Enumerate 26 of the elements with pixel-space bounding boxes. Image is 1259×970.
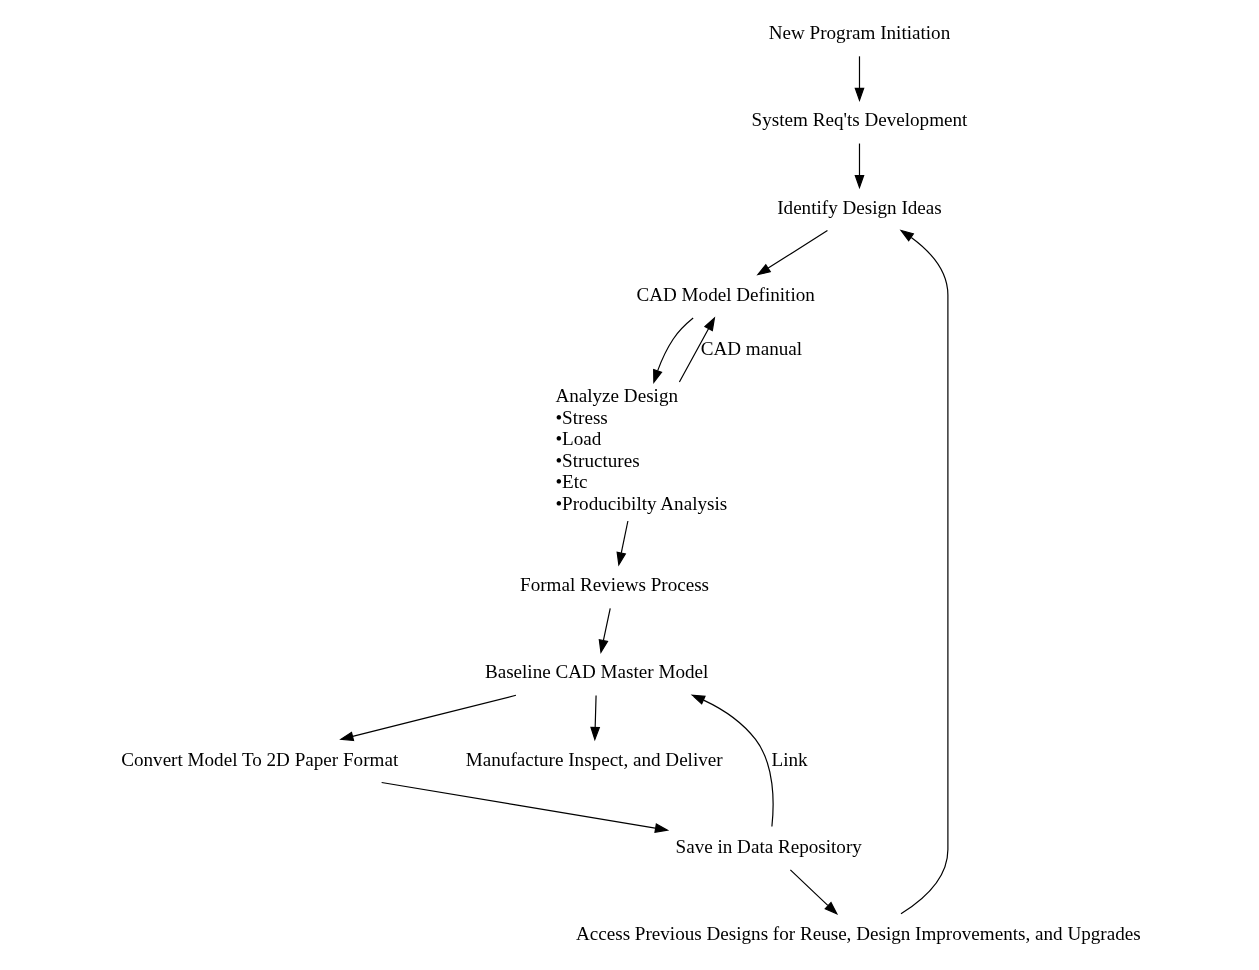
node-text: Identify Design Ideas bbox=[777, 196, 942, 218]
node-text: Convert Model To 2D Paper Format bbox=[121, 748, 399, 770]
arrow bbox=[598, 607, 611, 654]
node-text: System Req'ts Development bbox=[751, 109, 968, 131]
arrow bbox=[381, 781, 670, 834]
arrow bbox=[690, 694, 774, 828]
arrow bbox=[678, 316, 716, 383]
edge-label: CAD manual bbox=[700, 337, 803, 359]
edge-label: Link bbox=[771, 748, 808, 770]
node-text: New Program Initiation bbox=[768, 22, 951, 44]
node-text: CAD Model Definition bbox=[636, 283, 815, 305]
node-text: Access Previous Designs for Reuse, Design Improvements, and Upgrades bbox=[575, 922, 1141, 944]
arrow bbox=[899, 229, 949, 915]
arrow bbox=[854, 142, 865, 190]
arrow bbox=[616, 520, 629, 567]
arrow bbox=[653, 317, 694, 384]
arrow bbox=[756, 229, 829, 276]
arrow bbox=[339, 694, 517, 742]
node-text: Manufacture Inspect, and Deliver bbox=[465, 748, 723, 770]
node-text: Save in Data Repository bbox=[675, 835, 862, 857]
node-text: Baseline CAD Master Model bbox=[484, 661, 709, 683]
node-text: Analyze Design •Stress •Load •Structures •Etc •Producibilty Analysis bbox=[555, 385, 728, 514]
arrow bbox=[854, 55, 865, 103]
arrow bbox=[590, 694, 601, 742]
arrow bbox=[789, 869, 839, 916]
node-text: Formal Reviews Process bbox=[520, 574, 710, 596]
